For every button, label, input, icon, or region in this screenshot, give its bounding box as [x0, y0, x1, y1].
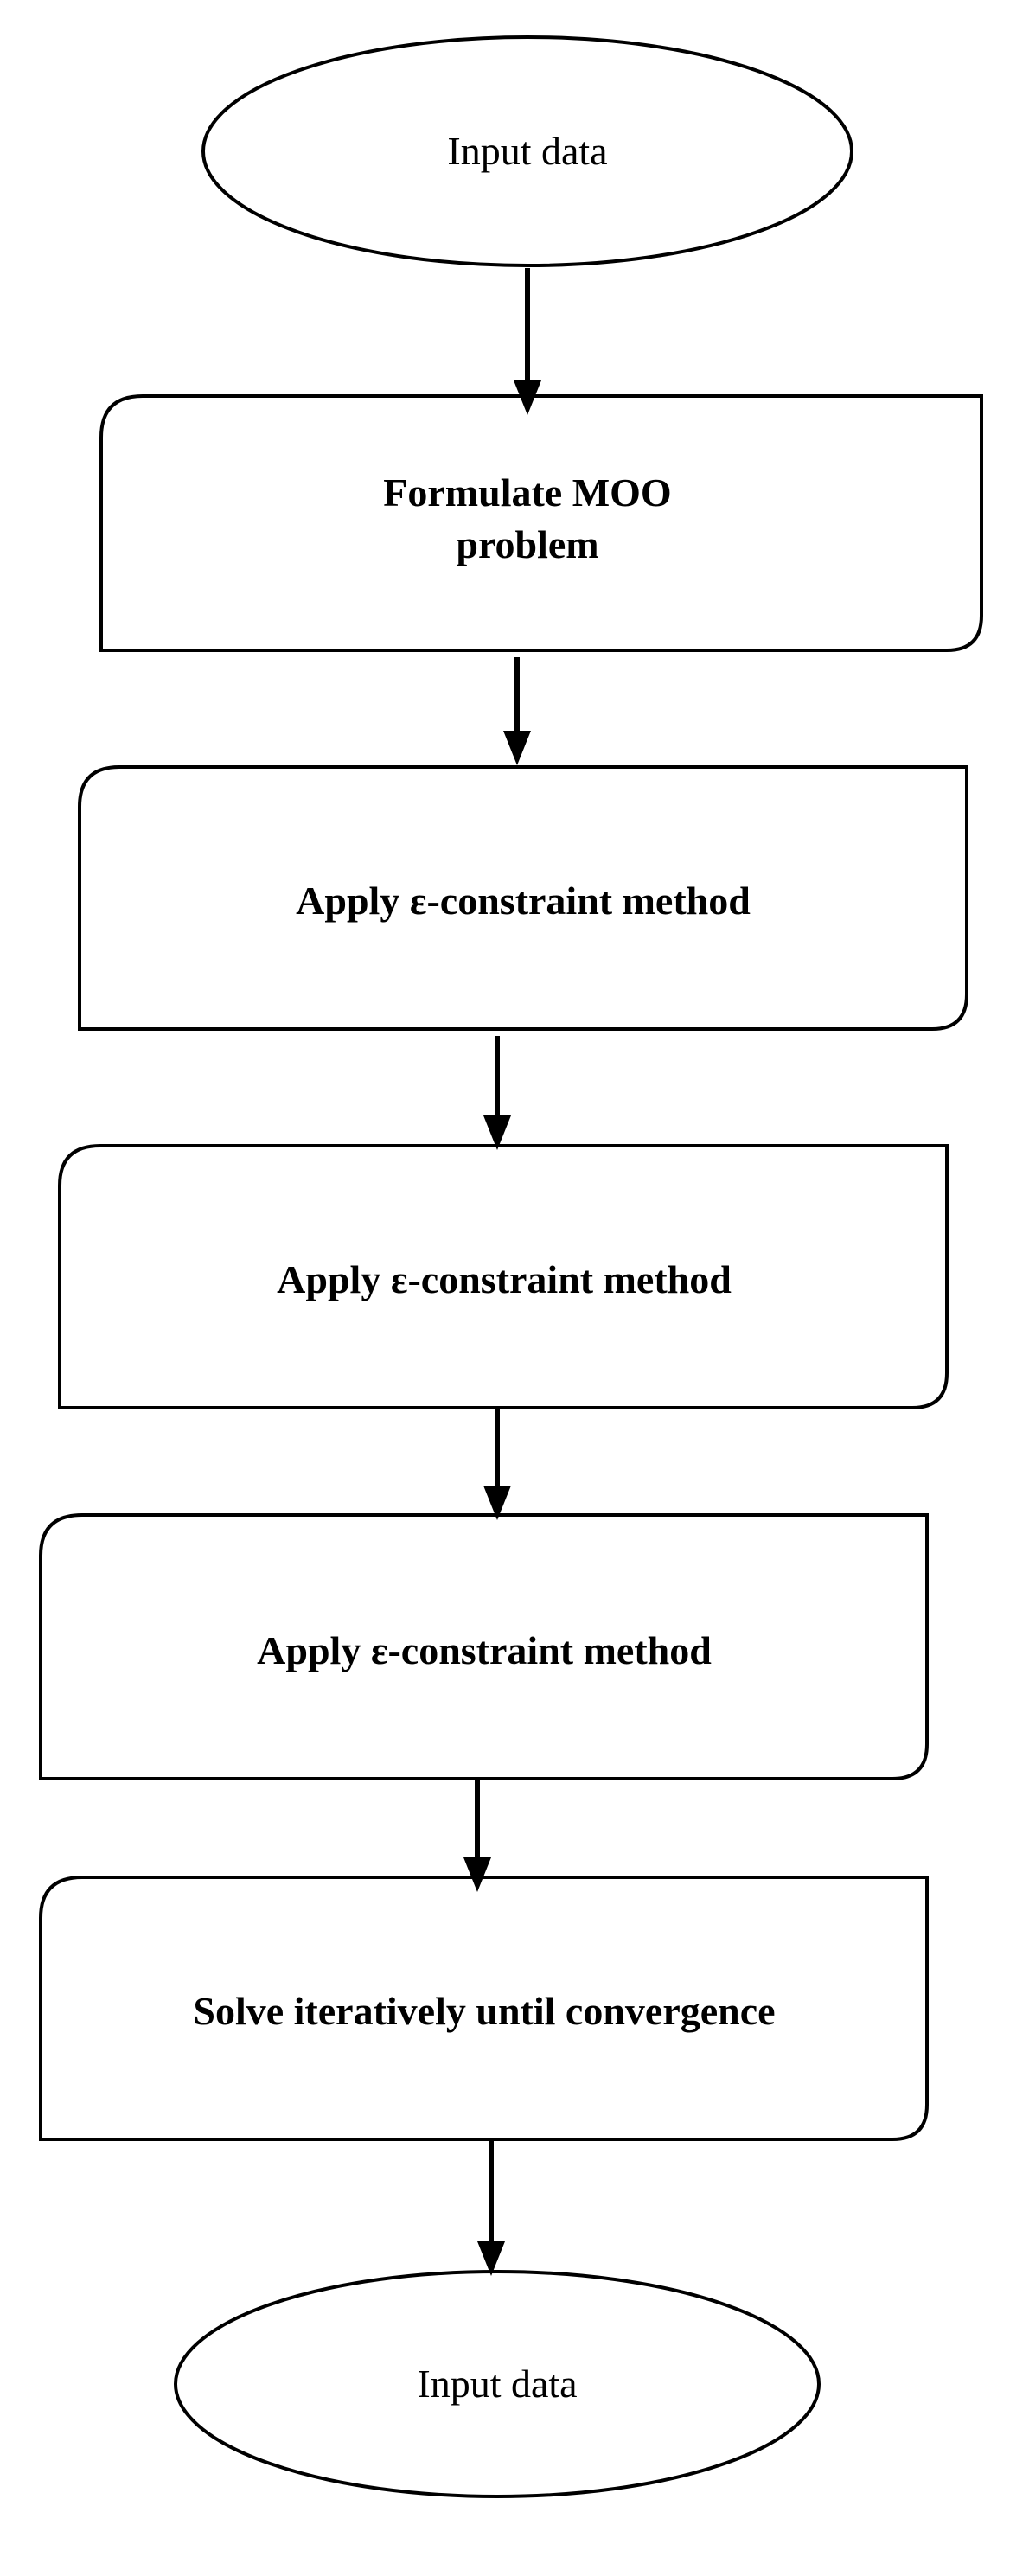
step-apply-3-label: Apply ε-constraint method	[257, 1628, 712, 1672]
start-terminal	[201, 35, 853, 267]
end-label: Input data	[417, 2362, 578, 2406]
arrow-1-head	[514, 380, 541, 415]
step-solve-box	[39, 1876, 929, 2141]
step-apply-2-label: Apply ε-constraint method	[277, 1257, 732, 1301]
step-apply-1-label: Apply ε-constraint method	[296, 879, 751, 923]
arrow-4-head	[483, 1486, 511, 1520]
step-formulate-box	[99, 394, 983, 652]
arrow-5-head	[463, 1857, 491, 1892]
step-apply-1-box	[78, 765, 968, 1031]
end-terminal	[174, 2270, 821, 2498]
step-apply-2-box	[58, 1144, 949, 1409]
start-label: Input data	[447, 129, 608, 173]
arrow-2-head	[503, 731, 531, 765]
step-formulate-label: Formulate MOO problem	[383, 470, 672, 566]
step-apply-3-box	[39, 1513, 929, 1780]
arrow-3-head	[483, 1115, 511, 1150]
step-solve-label: Solve iteratively until convergence	[193, 1989, 776, 2033]
arrow-6-head	[477, 2241, 505, 2276]
